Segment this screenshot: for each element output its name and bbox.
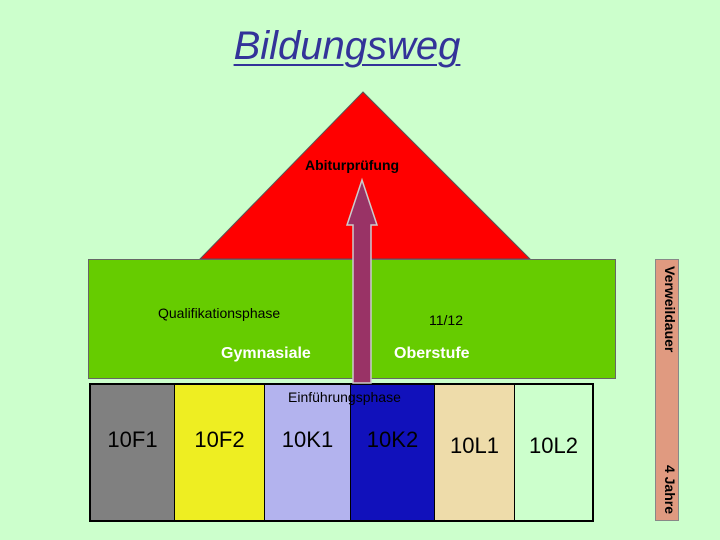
class-cell-10l1: 10L1 — [435, 385, 515, 520]
verweildauer-text: Verweildauer 4 Jahre — [662, 266, 678, 514]
class-cell-10l2: 10L2 — [515, 385, 592, 520]
grade-label: 11/12 — [429, 312, 463, 328]
einfuehrungsphase-label: Einführungsphase — [288, 389, 401, 405]
duration-label: 4 Jahre — [662, 464, 678, 514]
class-cell-10k1: 10K1 — [265, 385, 351, 520]
oberstufe-label: Oberstufe — [394, 345, 470, 362]
class-label: 10L2 — [529, 433, 578, 458]
page-title: Bildungsweg — [233, 24, 461, 68]
class-cell-10f2: 10F2 — [175, 385, 265, 520]
class-label: 10K1 — [281, 427, 334, 452]
class-label: 10F1 — [107, 427, 158, 452]
class-label: 10L1 — [450, 433, 499, 458]
class-label: 10F2 — [194, 427, 245, 452]
class-label: 10K2 — [366, 427, 419, 452]
class-cell-10k2: 10K2 — [351, 385, 435, 520]
abitur-triangle-shape — [198, 91, 532, 260]
gymnasiale-label: Gymnasiale — [221, 345, 311, 362]
verweildauer-label: Verweildauer — [662, 266, 678, 353]
class-row: 10F1 10F2 10K1 10K2 10L1 10L2 — [89, 383, 594, 522]
qualifikationsphase-label: Qualifikationsphase — [158, 305, 281, 321]
verweildauer-box: Verweildauer 4 Jahre — [655, 259, 679, 521]
class-cell-10f1: 10F1 — [91, 385, 175, 520]
abitur-label: Abiturprüfung — [305, 157, 400, 173]
